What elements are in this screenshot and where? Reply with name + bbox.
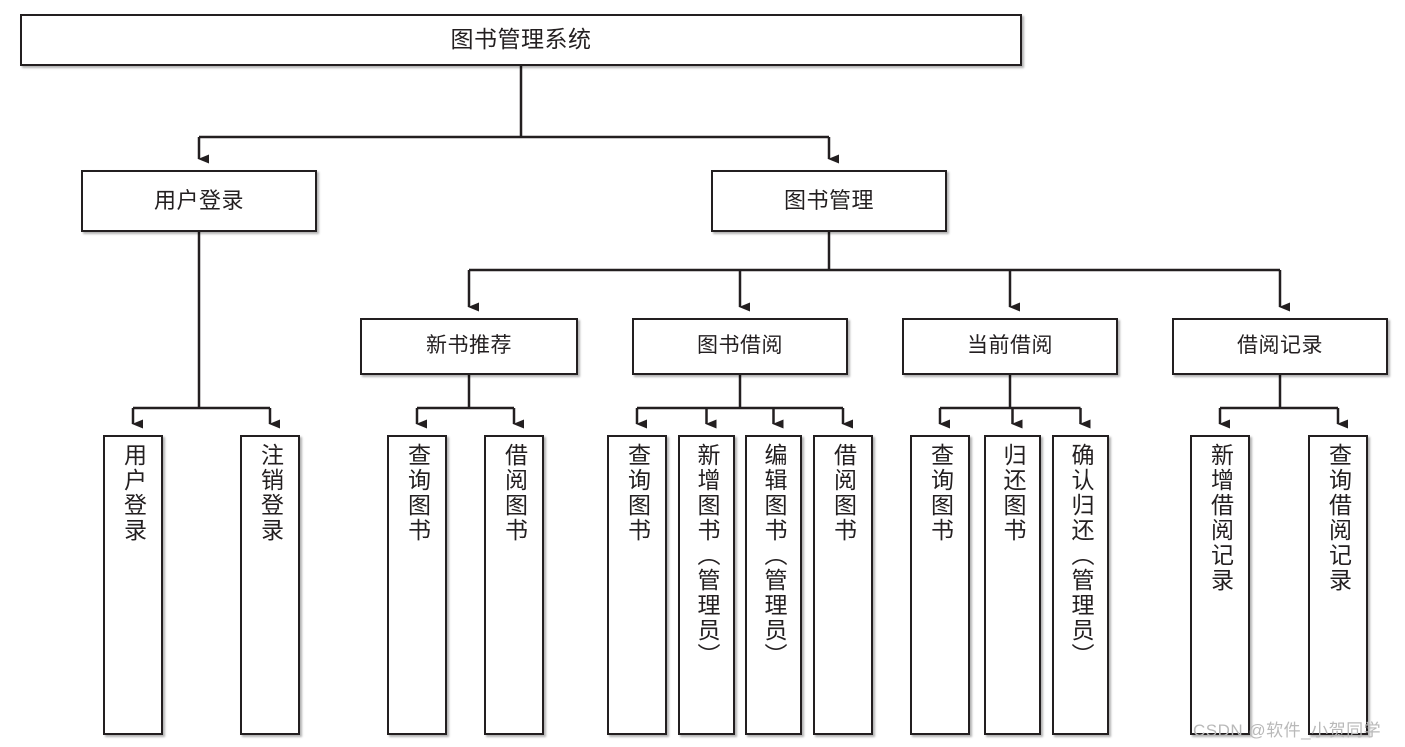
node-leaf-query-book-3[interactable]: 查询图书 [910,435,970,735]
node-book-borrow[interactable]: 图书借阅 [632,318,848,375]
node-leaf-edit-book[interactable]: 编辑图书（管理员） [745,435,802,735]
node-borrow-record[interactable]: 借阅记录 [1172,318,1388,375]
node-label-leaf-edit-book: 编辑图书（管理员） [761,443,787,668]
node-label-new-book-rec: 新书推荐 [426,334,512,358]
node-new-book-rec[interactable]: 新书推荐 [360,318,578,375]
node-label-leaf-query-book-3: 查询图书 [927,443,954,543]
node-book-manage[interactable]: 图书管理 [711,170,947,232]
node-label-leaf-query-book-1: 查询图书 [404,443,431,543]
node-leaf-query-record[interactable]: 查询借阅记录 [1308,435,1368,735]
node-label-book-borrow: 图书借阅 [697,334,783,358]
node-label-book-manage: 图书管理 [783,188,874,214]
node-label-leaf-confirm-return: 确认归还（管理员） [1068,443,1094,668]
node-label-leaf-add-book: 新增图书（管理员） [694,443,720,668]
node-leaf-return-book[interactable]: 归还图书 [984,435,1041,735]
node-label-borrow-record: 借阅记录 [1237,334,1323,358]
node-leaf-query-book-1[interactable]: 查询图书 [387,435,447,735]
node-label-leaf-user-login: 用户登录 [120,443,147,543]
node-leaf-logout[interactable]: 注销登录 [240,435,300,735]
watermark: CSDN @软件_小贺同学 [1193,721,1382,740]
node-leaf-query-book-2[interactable]: 查询图书 [607,435,667,735]
node-root[interactable]: 图书管理系统 [20,14,1022,66]
node-label-leaf-query-record: 查询借阅记录 [1325,443,1352,593]
node-user-login[interactable]: 用户登录 [81,170,317,232]
node-label-leaf-borrow-book-1: 借阅图书 [501,443,528,543]
node-label-leaf-query-book-2: 查询图书 [624,443,651,543]
node-leaf-add-book[interactable]: 新增图书（管理员） [678,435,735,735]
node-current-borrow[interactable]: 当前借阅 [902,318,1118,375]
node-label-leaf-return-book: 归还图书 [1000,443,1026,543]
node-label-root: 图书管理系统 [450,26,592,53]
node-label-user-login: 用户登录 [153,188,244,214]
node-label-leaf-borrow-book-2: 借阅图书 [830,443,857,543]
node-leaf-add-record[interactable]: 新增借阅记录 [1190,435,1250,735]
node-leaf-user-login[interactable]: 用户登录 [103,435,163,735]
node-label-leaf-add-record: 新增借阅记录 [1207,443,1234,593]
node-leaf-borrow-book-2[interactable]: 借阅图书 [813,435,873,735]
node-label-current-borrow: 当前借阅 [967,334,1053,358]
node-leaf-borrow-book-1[interactable]: 借阅图书 [484,435,544,735]
node-leaf-confirm-return[interactable]: 确认归还（管理员） [1052,435,1109,735]
node-label-leaf-logout: 注销登录 [257,443,284,543]
